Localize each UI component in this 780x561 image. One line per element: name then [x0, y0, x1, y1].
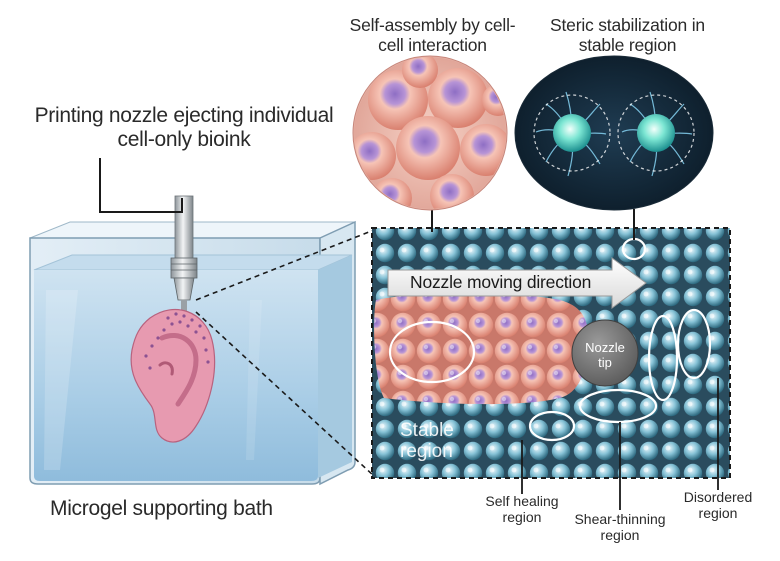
- nozzle-direction-arrow: [387, 257, 647, 309]
- cell-cluster-region: [374, 293, 589, 405]
- inset-leader-lines: [431, 209, 635, 240]
- nozzle-tip-icon: [571, 319, 639, 387]
- nozzle-callout-line: [99, 158, 183, 213]
- zoom-panel: [372, 228, 730, 478]
- self-assembly-label: Self-assembly by cell-cell interaction: [349, 15, 516, 55]
- region-leader-lines: [521, 378, 719, 510]
- microgel-bath-tank: [29, 220, 356, 486]
- disordered-label: Disordered region: [683, 489, 753, 521]
- zoom-dashed-lines: [195, 229, 375, 477]
- shear-thinning-label: Shear-thinning region: [574, 511, 666, 543]
- printing-nozzle-icon: [170, 195, 198, 312]
- cell-cluster-icon: [352, 55, 508, 211]
- nozzle-ejecting-label: Printing nozzle ejecting individual cell…: [34, 104, 334, 151]
- steric-label: Steric stabilization in stable region: [550, 15, 705, 55]
- nozzle-tip-label: Nozzle tip: [585, 340, 625, 370]
- printed-ear-icon: [130, 308, 216, 443]
- stable-region-label: Stable region: [400, 420, 454, 463]
- nozzle-direction-label: Nozzle moving direction: [410, 272, 592, 292]
- bath-label: Microgel supporting bath: [50, 497, 273, 520]
- microgel-particle-icon: [514, 55, 714, 211]
- self-healing-label: Self healing region: [485, 493, 559, 525]
- region-markers: [388, 237, 712, 442]
- zoom-panel-border: [371, 227, 731, 479]
